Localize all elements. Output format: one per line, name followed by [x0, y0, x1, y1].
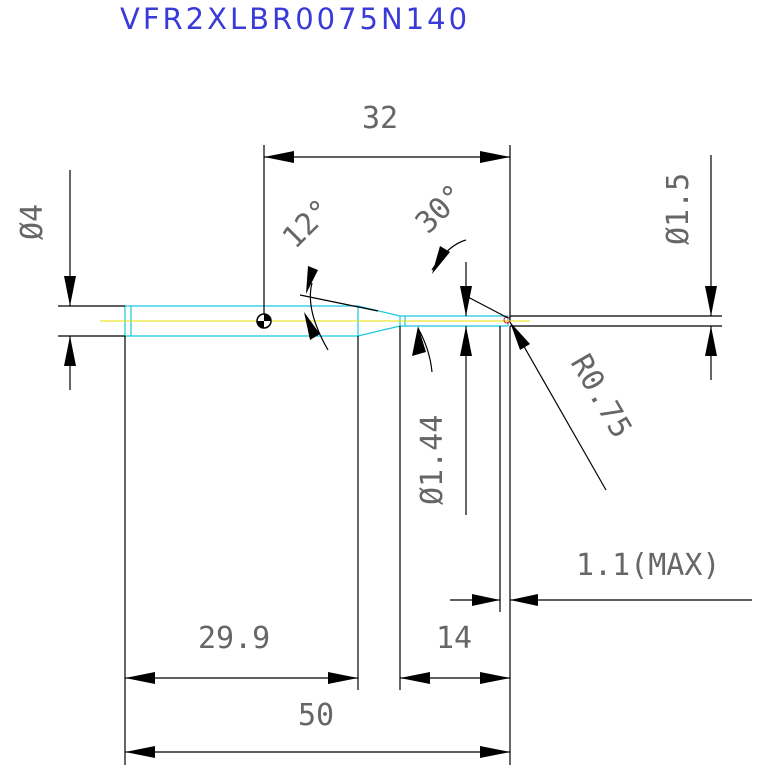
- dimension-lines: [58, 145, 752, 765]
- label-taper-angle: 12°: [276, 193, 339, 256]
- label-neck-diameter: Ø1.44: [415, 415, 450, 505]
- drawing-title: VFR2XLBR0075N140: [120, 2, 470, 36]
- label-shank-length: 32: [362, 101, 398, 136]
- label-tip-diameter: Ø1.5: [661, 173, 696, 245]
- label-taper-start-length: 29.9: [198, 621, 270, 656]
- datum-symbol: [256, 313, 272, 329]
- label-neck-length: 14: [436, 621, 472, 656]
- label-corner-radius: R0.75: [563, 349, 638, 445]
- label-overall-length: 50: [298, 698, 334, 733]
- label-max-offset: 1.1(MAX): [576, 548, 721, 583]
- dimension-labels: 32 Ø4 12° 30° Ø1.5 Ø1.44 R0.75 1.1(MAX) …: [15, 101, 721, 733]
- label-tip-angle: 30°: [409, 178, 472, 241]
- label-shank-diameter: Ø4: [15, 204, 50, 240]
